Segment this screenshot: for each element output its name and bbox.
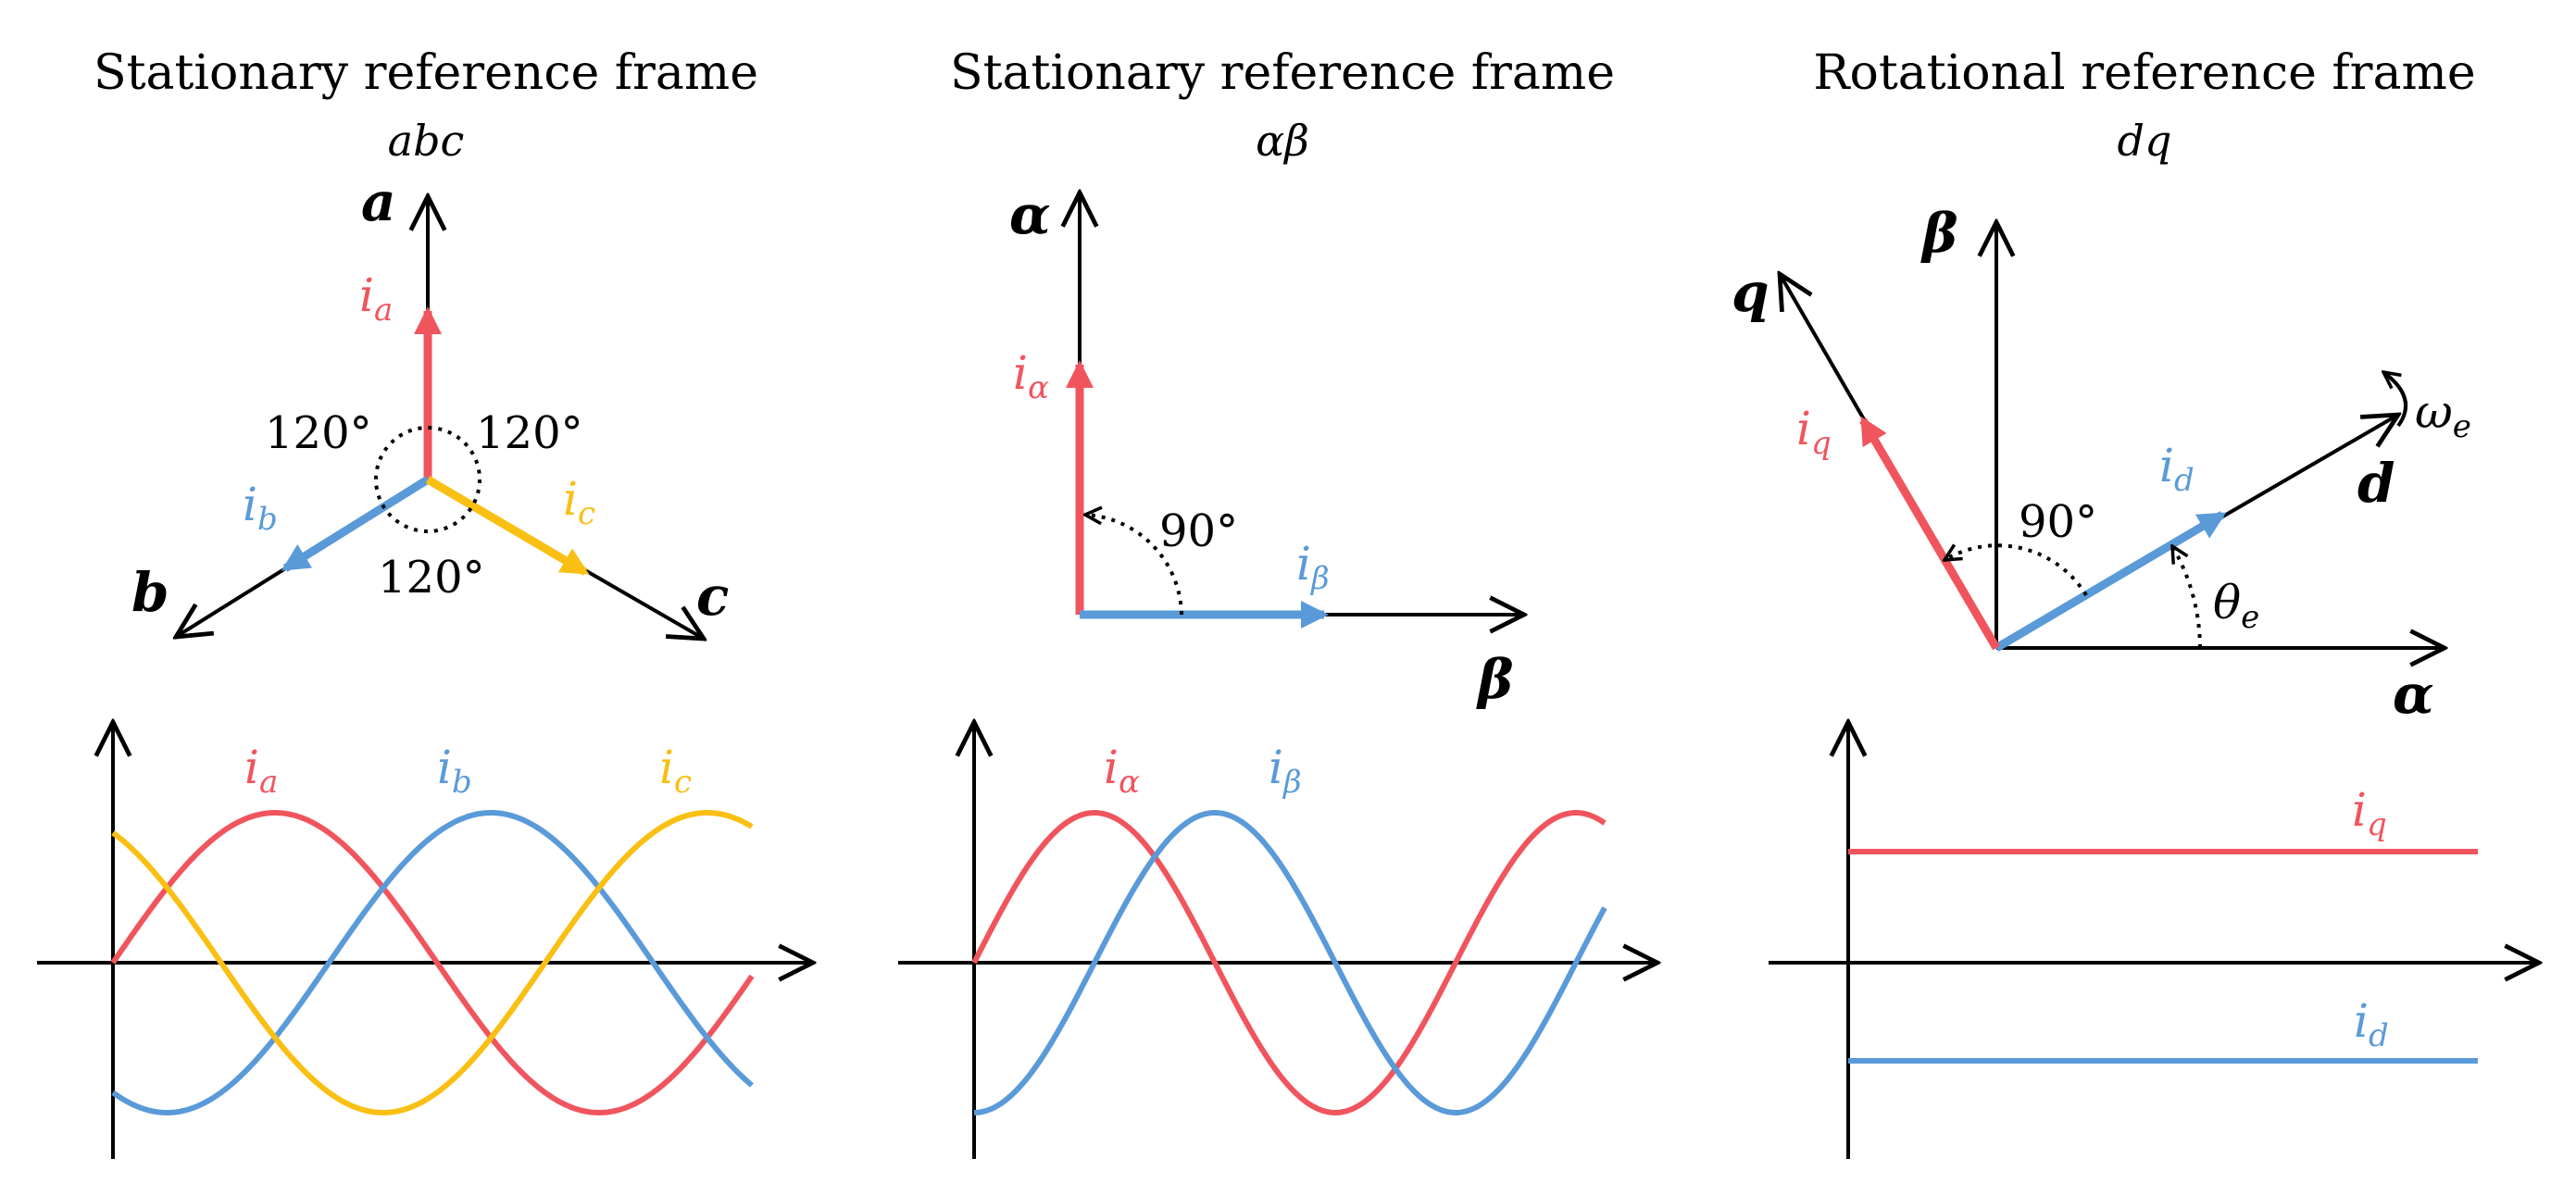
panel-title: Stationary reference frame <box>950 45 1615 101</box>
axis-label-beta: β <box>1920 202 1958 265</box>
wave-label-ic: ic <box>659 741 692 801</box>
wave-label-id: id <box>2354 994 2389 1054</box>
angle-arc-theta <box>2172 546 2202 649</box>
wave-label-ibeta: iβ <box>1269 741 1302 801</box>
angle-circle <box>374 426 481 533</box>
axis-label-d: d <box>2357 452 2395 515</box>
vector-label-ic: ic <box>563 472 595 532</box>
panel-subtitle: abc <box>388 116 465 166</box>
vector-label-id: id <box>2159 439 2195 499</box>
panel-alphabeta: Stationary reference frame αβ α β iα iβ … <box>898 45 1657 1159</box>
theta-e-label: θe <box>2213 576 2259 636</box>
wave-ib <box>111 810 754 1115</box>
angle-label: 120° <box>378 552 485 604</box>
angle-label: 120° <box>476 407 583 459</box>
panel-dq: Rotational reference frame dq β α d q id… <box>1732 45 2539 1159</box>
axis-label-alpha: α <box>1009 183 1051 246</box>
axis-label-a: a <box>361 170 396 233</box>
angle-label: 90° <box>2019 496 2097 548</box>
panel-subtitle: dq <box>2118 116 2172 166</box>
axis-label-b: b <box>131 561 169 624</box>
vector-label-ib: ib <box>243 478 278 538</box>
angle-arc-90 <box>1945 543 2088 597</box>
axis-label-c: c <box>696 565 729 628</box>
wave-ia <box>110 810 755 1116</box>
panel-title: Stationary reference frame <box>94 45 758 101</box>
vector-label-ia: ia <box>359 268 393 329</box>
wave-label-ialpha: iα <box>1104 741 1140 801</box>
vector-id <box>1994 511 2227 652</box>
wave-ibeta <box>973 810 1607 1115</box>
omega-e-label: ωe <box>2415 385 2471 445</box>
vector-ib <box>281 476 431 572</box>
wave-label-ib: ib <box>437 741 472 801</box>
vector-label-iq: iq <box>1796 402 1832 462</box>
axis-label-beta: β <box>1476 648 1514 711</box>
angle-label: 90° <box>1159 505 1238 557</box>
wave-label-iq: iq <box>2352 783 2387 843</box>
angle-label: 120° <box>265 407 372 459</box>
axis-label-q: q <box>1732 261 1769 324</box>
panel-abc: Stationary reference frame abc a b c ia … <box>37 45 813 1159</box>
vector-iq <box>1859 416 2000 651</box>
vector-label-ibeta: iβ <box>1296 537 1330 597</box>
panel-title: Rotational reference frame <box>1813 45 2475 101</box>
panel-subtitle: αβ <box>1256 116 1309 166</box>
vector-label-ialpha: iα <box>1013 346 1049 406</box>
axis-label-alpha: α <box>2393 663 2434 726</box>
wave-ialpha <box>971 810 1607 1116</box>
wave-ic <box>111 810 754 1115</box>
rotation-arrow <box>2383 372 2407 428</box>
vector-ic <box>425 476 590 576</box>
wave-label-ia: ia <box>244 741 278 801</box>
